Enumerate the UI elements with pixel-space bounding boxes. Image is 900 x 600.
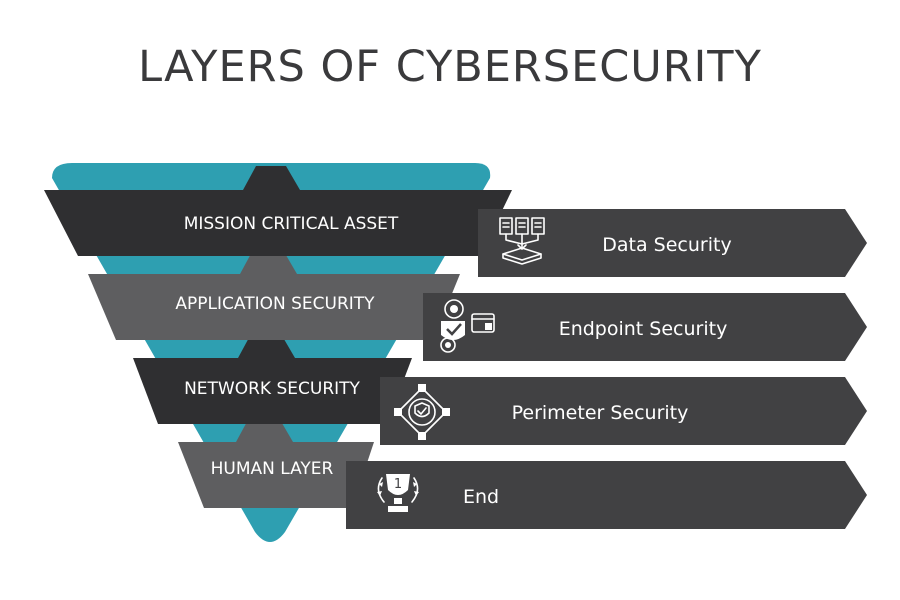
layer-label: MISSION CRITICAL ASSET xyxy=(184,214,399,234)
trophy-icon: 1 xyxy=(377,474,419,512)
bar-label: Data Security xyxy=(602,234,731,256)
layer-label: HUMAN LAYER xyxy=(211,459,334,479)
bar-end xyxy=(346,461,867,529)
bar-endpoint-security xyxy=(423,293,867,361)
data-files-icon xyxy=(499,217,545,265)
bar-label: End xyxy=(463,486,499,508)
layer-network-security xyxy=(133,358,412,424)
layer-application-security xyxy=(88,274,460,340)
layer-label: NETWORK SECURITY xyxy=(184,379,360,399)
layer-mission-critical-asset xyxy=(44,190,512,256)
layer-connector xyxy=(243,166,300,190)
page-title: LAYERS OF CYBERSECURITY xyxy=(138,42,762,92)
bar-data-security xyxy=(478,209,867,277)
svg-text:1: 1 xyxy=(394,477,402,492)
perimeter-shield-icon xyxy=(394,384,450,440)
layer-label: APPLICATION SECURITY xyxy=(175,294,375,314)
layer-human-layer xyxy=(178,442,374,508)
bar-perimeter-security xyxy=(380,377,867,445)
bar-label: Perimeter Security xyxy=(512,402,689,424)
bar-label: Endpoint Security xyxy=(559,318,728,340)
endpoint-lock-icon xyxy=(440,299,495,353)
